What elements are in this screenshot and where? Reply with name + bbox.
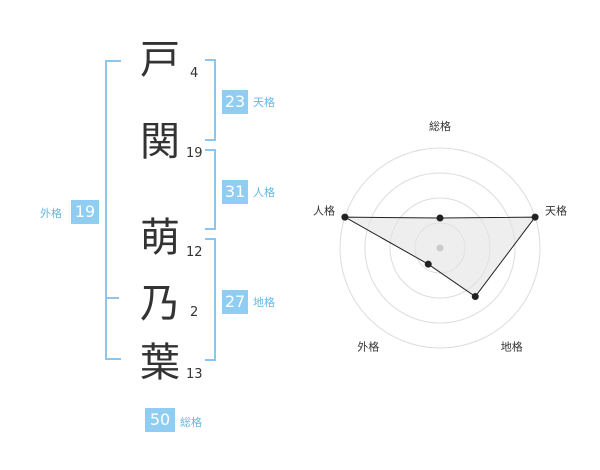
radar-axis-label-5: 人格 — [313, 203, 335, 217]
radar-rings — [339, 147, 541, 349]
gaikaku-badge: 19 — [71, 200, 99, 224]
radar-axis-label-4: 外格 — [357, 340, 379, 354]
soukaku-label: 総格 — [180, 416, 202, 429]
chikaku-label: 地格 — [253, 296, 275, 309]
radar-axis-label-3: 地格 — [501, 340, 523, 354]
radar-point-4 — [424, 260, 432, 268]
tenkaku-bracket — [205, 59, 216, 141]
stroke-count-1: 4 — [190, 66, 199, 81]
stroke-count-2: 19 — [186, 146, 203, 161]
jinkaku-bracket — [205, 149, 216, 230]
gaikaku-bracket-tick — [105, 297, 119, 299]
chikaku-bracket — [205, 238, 216, 361]
radar-axis-label-1: 総格 — [429, 119, 451, 133]
tenkaku-label: 天格 — [253, 96, 275, 109]
gaikaku-bracket-line — [105, 60, 121, 360]
stroke-count-4: 2 — [190, 305, 199, 320]
stroke-count-3: 12 — [186, 245, 203, 260]
radar-point-5 — [341, 213, 349, 221]
gaikaku-label: 外格 — [40, 207, 62, 220]
chikaku-badge: 27 — [222, 290, 248, 314]
radar-center-dot — [436, 244, 444, 252]
name-char-4: 乃 — [140, 281, 180, 327]
jinkaku-badge: 31 — [222, 180, 248, 204]
name-char-5: 葉 — [140, 340, 180, 386]
radar-axis-label-2: 天格 — [545, 203, 567, 217]
radar-ring-3 — [364, 172, 516, 324]
radar-point-3 — [471, 293, 479, 301]
name-char-1: 戸 — [140, 37, 180, 83]
name-char-2: 関 — [140, 119, 180, 165]
radar-point-2 — [531, 213, 539, 221]
soukaku-badge: 50 — [145, 408, 175, 432]
radar-area — [344, 216, 537, 298]
radar-point-1 — [436, 214, 444, 222]
radar-points — [341, 213, 539, 301]
jinkaku-label: 人格 — [253, 186, 275, 199]
tenkaku-badge: 23 — [222, 90, 248, 114]
name-char-3: 萌 — [140, 215, 180, 261]
radar-ring-4 — [339, 147, 541, 349]
stroke-count-5: 13 — [186, 367, 203, 382]
